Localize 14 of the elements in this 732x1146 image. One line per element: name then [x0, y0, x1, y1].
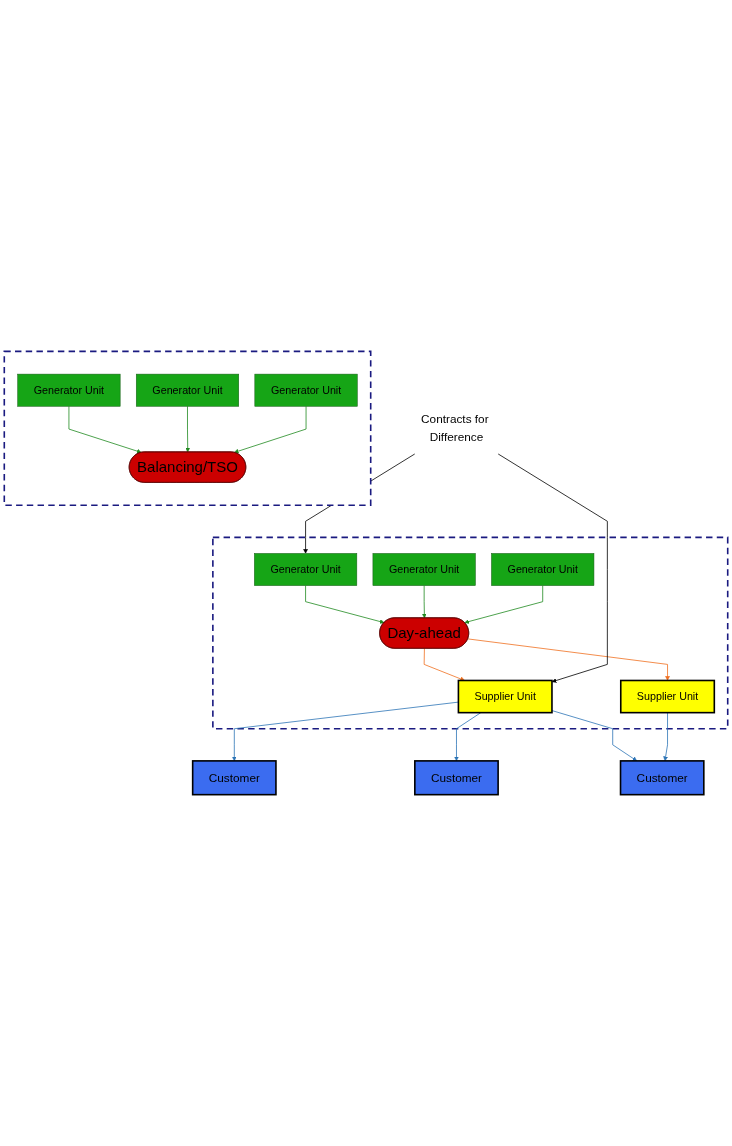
node-box: Supplier Unit	[619, 679, 716, 714]
node-box: Supplier Unit	[457, 679, 553, 714]
node-box: Customer	[619, 760, 705, 796]
node-text: Contracts for Difference	[421, 412, 489, 444]
cluster	[212, 536, 729, 730]
cluster	[3, 350, 372, 506]
node-box: Generator Unit	[254, 373, 358, 407]
node-box: Generator Unit	[254, 553, 358, 586]
node-box: Generator Unit	[136, 373, 239, 407]
node-box: Generator Unit	[17, 373, 121, 407]
node-box: Generator Unit	[372, 553, 476, 586]
node-box: Customer	[414, 760, 499, 796]
node-box: Generator Unit	[491, 553, 595, 586]
node-box: Customer	[191, 760, 277, 796]
